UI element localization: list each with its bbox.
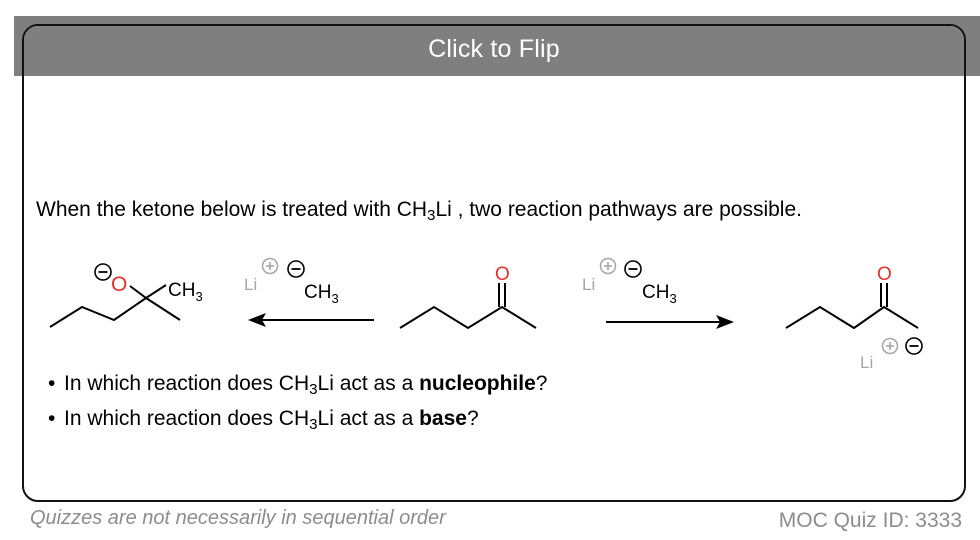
oxygen-label: O: [111, 273, 127, 296]
ketone-reactant: O: [399, 264, 537, 330]
svg-text:Li: Li: [582, 275, 595, 294]
flip-button[interactable]: Click to Flip: [24, 26, 964, 76]
quiz-card[interactable]: Click to Flip When the ketone below is t…: [22, 24, 966, 502]
question-text: When the ketone below is treated with CH…: [36, 198, 802, 224]
minus-charge-icon: [624, 260, 642, 278]
reaction-scheme: O CH3 Li CH3: [49, 257, 923, 372]
reagent-right: Li CH3: [582, 257, 677, 306]
footer-note: Quizzes are not necessarily in sequentia…: [30, 507, 446, 529]
svg-text:Li: Li: [860, 353, 873, 372]
minus-charge-icon: [94, 263, 112, 281]
oxygen-label: O: [495, 264, 510, 285]
svg-text:CH3: CH3: [304, 282, 339, 306]
minus-charge-icon: [287, 260, 305, 278]
quiz-id: MOC Quiz ID: 3333: [778, 509, 962, 532]
arrow-left-icon: [248, 313, 374, 327]
methyl-label: CH3: [168, 280, 203, 304]
question-list: •In which reaction does CH3Li act as a n…: [48, 366, 547, 436]
list-item: •In which reaction does CH3Li act as a b…: [48, 407, 479, 433]
carbanion-product: O Li: [785, 264, 923, 372]
plus-charge-icon: [261, 257, 279, 275]
svg-text:Li: Li: [244, 275, 257, 294]
arrow-right-icon: [606, 315, 734, 329]
plus-charge-icon: [881, 337, 899, 355]
plus-charge-icon: [599, 257, 617, 275]
oxygen-label: O: [877, 264, 892, 285]
list-item: •In which reaction does CH3Li act as a n…: [48, 372, 548, 398]
alkoxide-product: O CH3: [49, 263, 203, 328]
minus-charge-icon: [905, 337, 923, 355]
svg-text:CH3: CH3: [642, 282, 677, 306]
flip-label: Click to Flip: [428, 34, 560, 63]
reagent-left: Li CH3: [244, 257, 339, 306]
